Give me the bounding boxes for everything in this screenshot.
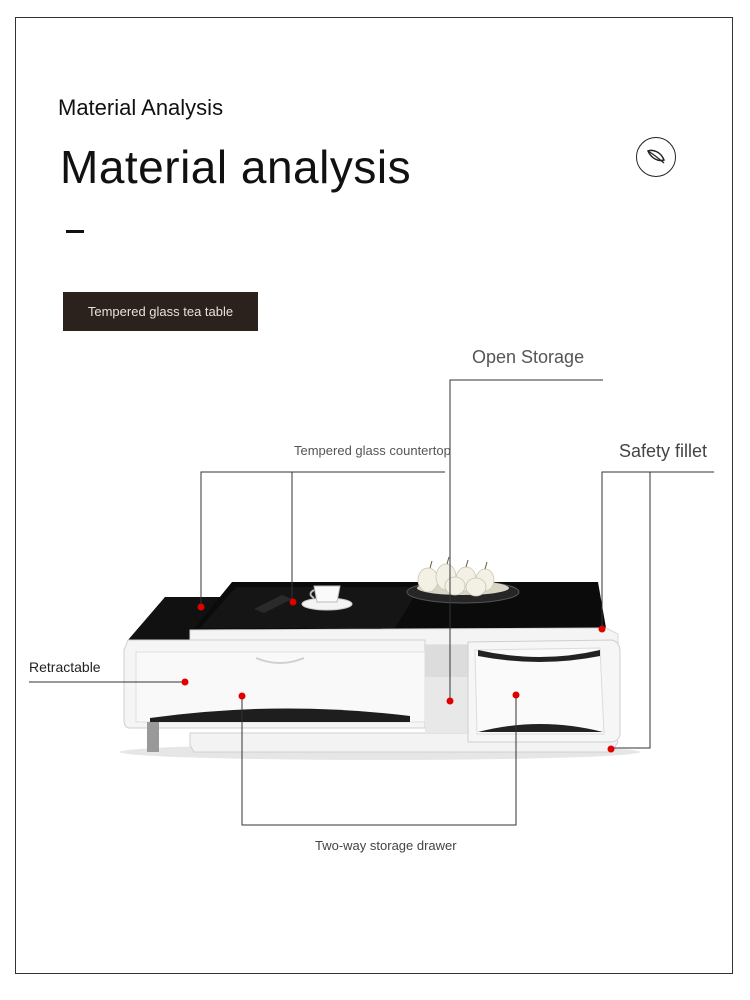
pears (417, 563, 495, 597)
marker-drawer-left (238, 692, 246, 700)
leaf-icon (636, 137, 676, 177)
callout-retractable: Retractable (29, 659, 101, 675)
callout-glass-countertop: Tempered glass countertop (294, 443, 451, 458)
marker-retractable (181, 678, 189, 686)
product-tag: Tempered glass tea table (63, 292, 258, 331)
page-frame (15, 17, 733, 974)
title-divider (66, 230, 84, 233)
page-subtitle: Material Analysis (58, 95, 224, 120)
page-title: Material analysis (60, 141, 412, 193)
callout-lines (29, 379, 714, 826)
callout-drawer: Two-way storage drawer (315, 838, 457, 853)
remote (254, 595, 292, 613)
marker-fillet-bottom (607, 745, 615, 753)
marker-open-storage (446, 697, 454, 705)
callout-markers (181, 598, 615, 753)
cup (313, 585, 341, 603)
marker-fillet-top (598, 625, 606, 633)
callout-open-storage: Open Storage (472, 347, 585, 367)
callout-safety-fillet: Safety fillet (619, 441, 708, 461)
right-drawer (474, 647, 605, 735)
marker-glass (289, 598, 297, 606)
marker-retractable-top (197, 603, 205, 611)
marker-drawer-right (512, 691, 520, 699)
